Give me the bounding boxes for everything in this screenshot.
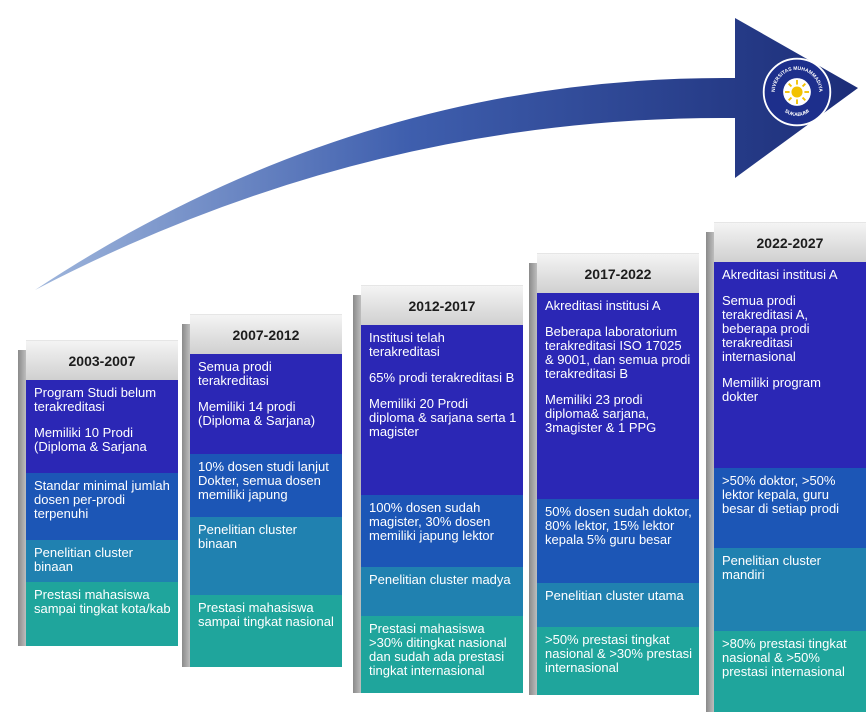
step-body: Akreditasi institusi A Semua prodi terak…	[714, 262, 866, 712]
penelitian-text: Penelitian cluster utama	[545, 588, 684, 603]
status-line: Institusi telah terakreditasi	[369, 330, 445, 359]
dosen-block: 100% dosen sudah magister, 30% dosen mem…	[361, 495, 523, 567]
step-2022-2027: 2022-2027 Akreditasi institusi A Semua p…	[706, 222, 866, 712]
step-period: 2007-2012	[190, 314, 342, 355]
svg-text:SUKABUMI: SUKABUMI	[783, 108, 811, 118]
status-line: Memiliki 20 Prodi diploma & sarjana sert…	[369, 396, 517, 439]
status-block: Akreditasi institusi A Beberapa laborato…	[537, 293, 699, 499]
status-line: Memiliki 23 prodi diploma& sarjana, 3mag…	[545, 392, 657, 435]
step-body: Institusi telah terakreditasi 65% prodi …	[361, 325, 523, 693]
penelitian-block: Penelitian cluster binaan	[190, 517, 342, 595]
step-edge	[529, 263, 537, 695]
penelitian-block: Penelitian cluster mandiri	[714, 548, 866, 631]
prestasi-text: Prestasi mahasiswa sampai tingkat nasion…	[198, 600, 334, 629]
penelitian-text: Penelitian cluster binaan	[198, 522, 297, 551]
dosen-block: 10% dosen studi lanjut Dokter, semua dos…	[190, 454, 342, 517]
prestasi-block: Prestasi mahasiswa sampai tingkat kota/k…	[26, 582, 178, 646]
status-line: Semua prodi terakreditasi A, beberapa pr…	[722, 293, 810, 364]
step-period: 2003-2007	[26, 340, 178, 381]
penelitian-text: Penelitian cluster mandiri	[722, 553, 821, 582]
prestasi-block: Prestasi mahasiswa >30% ditingkat nasion…	[361, 616, 523, 693]
step-period: 2012-2017	[361, 285, 523, 326]
dosen-text: 100% dosen sudah magister, 30% dosen mem…	[369, 500, 494, 543]
dosen-text: 50% dosen sudah doktor, 80% lektor, 15% …	[545, 504, 692, 547]
penelitian-block: Penelitian cluster madya	[361, 567, 523, 616]
status-line: 65% prodi terakreditasi B	[369, 370, 515, 385]
dosen-text: >50% doktor, >50% lektor kepala, guru be…	[722, 473, 840, 516]
penelitian-block: Penelitian cluster binaan	[26, 540, 178, 582]
prestasi-text: >50% prestasi tingkat nasional & >30% pr…	[545, 632, 693, 675]
prestasi-text: Prestasi mahasiswa >30% ditingkat nasion…	[369, 621, 507, 678]
status-line: Memiliki program dokter	[722, 375, 821, 404]
step-2007-2012: 2007-2012 Semua prodi terakreditasi Memi…	[182, 314, 342, 667]
university-logo: UNIVERSITAS MUHAMMADIYAH SUKABUMI	[760, 55, 832, 127]
step-2012-2017: 2012-2017 Institusi telah terakreditasi …	[353, 285, 523, 693]
step-edge	[353, 295, 361, 693]
step-edge	[706, 232, 714, 712]
dosen-block: 50% dosen sudah doktor, 80% lektor, 15% …	[537, 499, 699, 583]
prestasi-text: >80% prestasi tingkat nasional & >50% pr…	[722, 636, 847, 679]
status-line: Memiliki 14 prodi (Diploma & Sarjana)	[198, 399, 316, 428]
dosen-text: Standar minimal jumlah dosen per-prodi t…	[34, 478, 170, 521]
penelitian-text: Penelitian cluster madya	[369, 572, 511, 587]
status-line: Program Studi belum terakreditasi	[34, 385, 157, 414]
step-body: Akreditasi institusi A Beberapa laborato…	[537, 293, 699, 695]
penelitian-text: Penelitian cluster binaan	[34, 545, 133, 574]
step-body: Program Studi belum terakreditasi Memili…	[26, 380, 178, 646]
prestasi-block: >50% prestasi tingkat nasional & >30% pr…	[537, 627, 699, 695]
status-line: Memiliki 10 Prodi (Diploma & Sarjana	[34, 425, 147, 454]
dosen-block: Standar minimal jumlah dosen per-prodi t…	[26, 473, 178, 540]
step-period: 2022-2027	[714, 222, 866, 263]
arrow-shaft	[35, 18, 858, 290]
status-line: Beberapa laboratorium terakreditasi ISO …	[545, 324, 691, 381]
penelitian-block: Penelitian cluster utama	[537, 583, 699, 627]
status-line: Akreditasi institusi A	[722, 267, 838, 282]
step-2017-2022: 2017-2022 Akreditasi institusi A Beberap…	[529, 253, 699, 695]
prestasi-text: Prestasi mahasiswa sampai tingkat kota/k…	[34, 587, 171, 616]
step-edge	[18, 350, 26, 646]
step-edge	[182, 324, 190, 667]
prestasi-block: >80% prestasi tingkat nasional & >50% pr…	[714, 631, 866, 712]
status-block: Institusi telah terakreditasi 65% prodi …	[361, 325, 523, 495]
dosen-block: >50% doktor, >50% lektor kepala, guru be…	[714, 468, 866, 548]
growth-arrow	[35, 18, 858, 290]
logo-text-bottom: SUKABUMI	[783, 108, 811, 118]
dosen-text: 10% dosen studi lanjut Dokter, semua dos…	[198, 459, 329, 502]
status-block: Akreditasi institusi A Semua prodi terak…	[714, 262, 866, 468]
prestasi-block: Prestasi mahasiswa sampai tingkat nasion…	[190, 595, 342, 667]
status-line: Semua prodi terakreditasi	[198, 359, 272, 388]
status-line: Akreditasi institusi A	[545, 298, 661, 313]
sun-emblem-icon	[784, 79, 810, 105]
step-body: Semua prodi terakreditasi Memiliki 14 pr…	[190, 354, 342, 667]
step-2003-2007: 2003-2007 Program Studi belum terakredit…	[18, 340, 178, 646]
status-block: Semua prodi terakreditasi Memiliki 14 pr…	[190, 354, 342, 454]
step-period: 2017-2022	[537, 253, 699, 294]
status-block: Program Studi belum terakreditasi Memili…	[26, 380, 178, 473]
